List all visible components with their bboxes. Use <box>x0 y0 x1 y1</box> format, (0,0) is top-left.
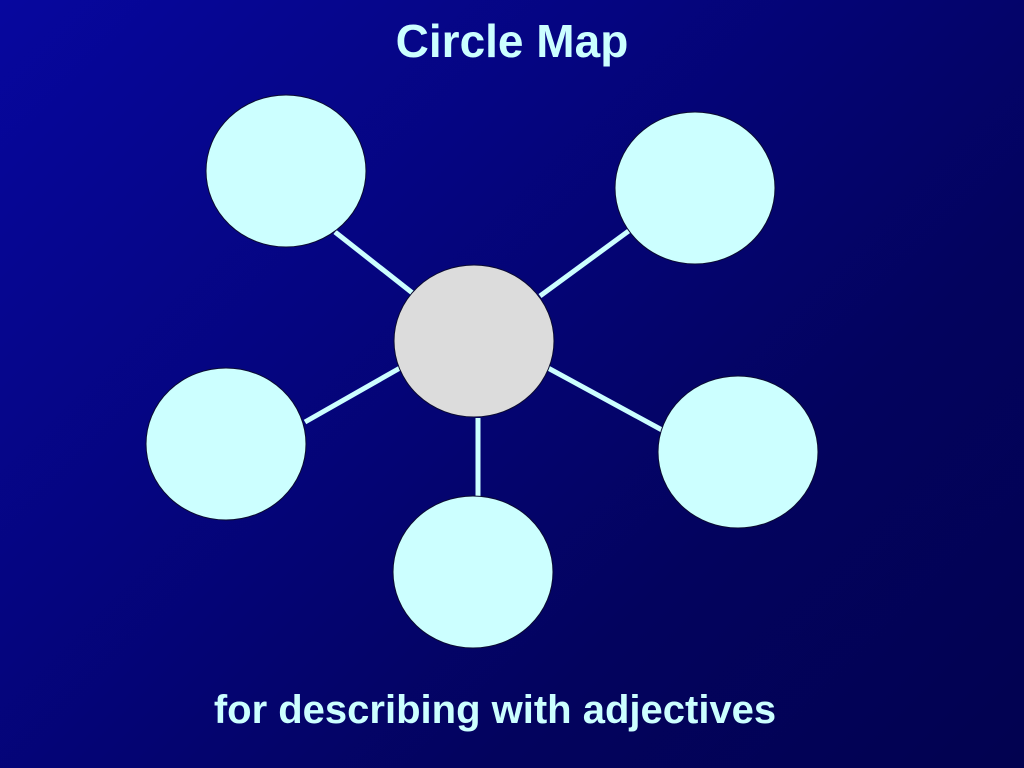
connector-left <box>303 365 402 425</box>
outer-circle-top-right <box>614 111 776 265</box>
connector-top-left <box>333 230 417 297</box>
outer-circle-right <box>657 375 819 529</box>
slide-subtitle: for describing with adjectives <box>213 688 777 732</box>
outer-circle-bottom <box>392 495 554 649</box>
connector-right <box>546 365 664 433</box>
center-circle <box>393 264 555 418</box>
connector-top-right <box>538 227 632 299</box>
outer-circle-left <box>145 367 307 521</box>
outer-circle-top-left <box>205 94 367 248</box>
slide-title: Circle Map <box>395 15 629 67</box>
